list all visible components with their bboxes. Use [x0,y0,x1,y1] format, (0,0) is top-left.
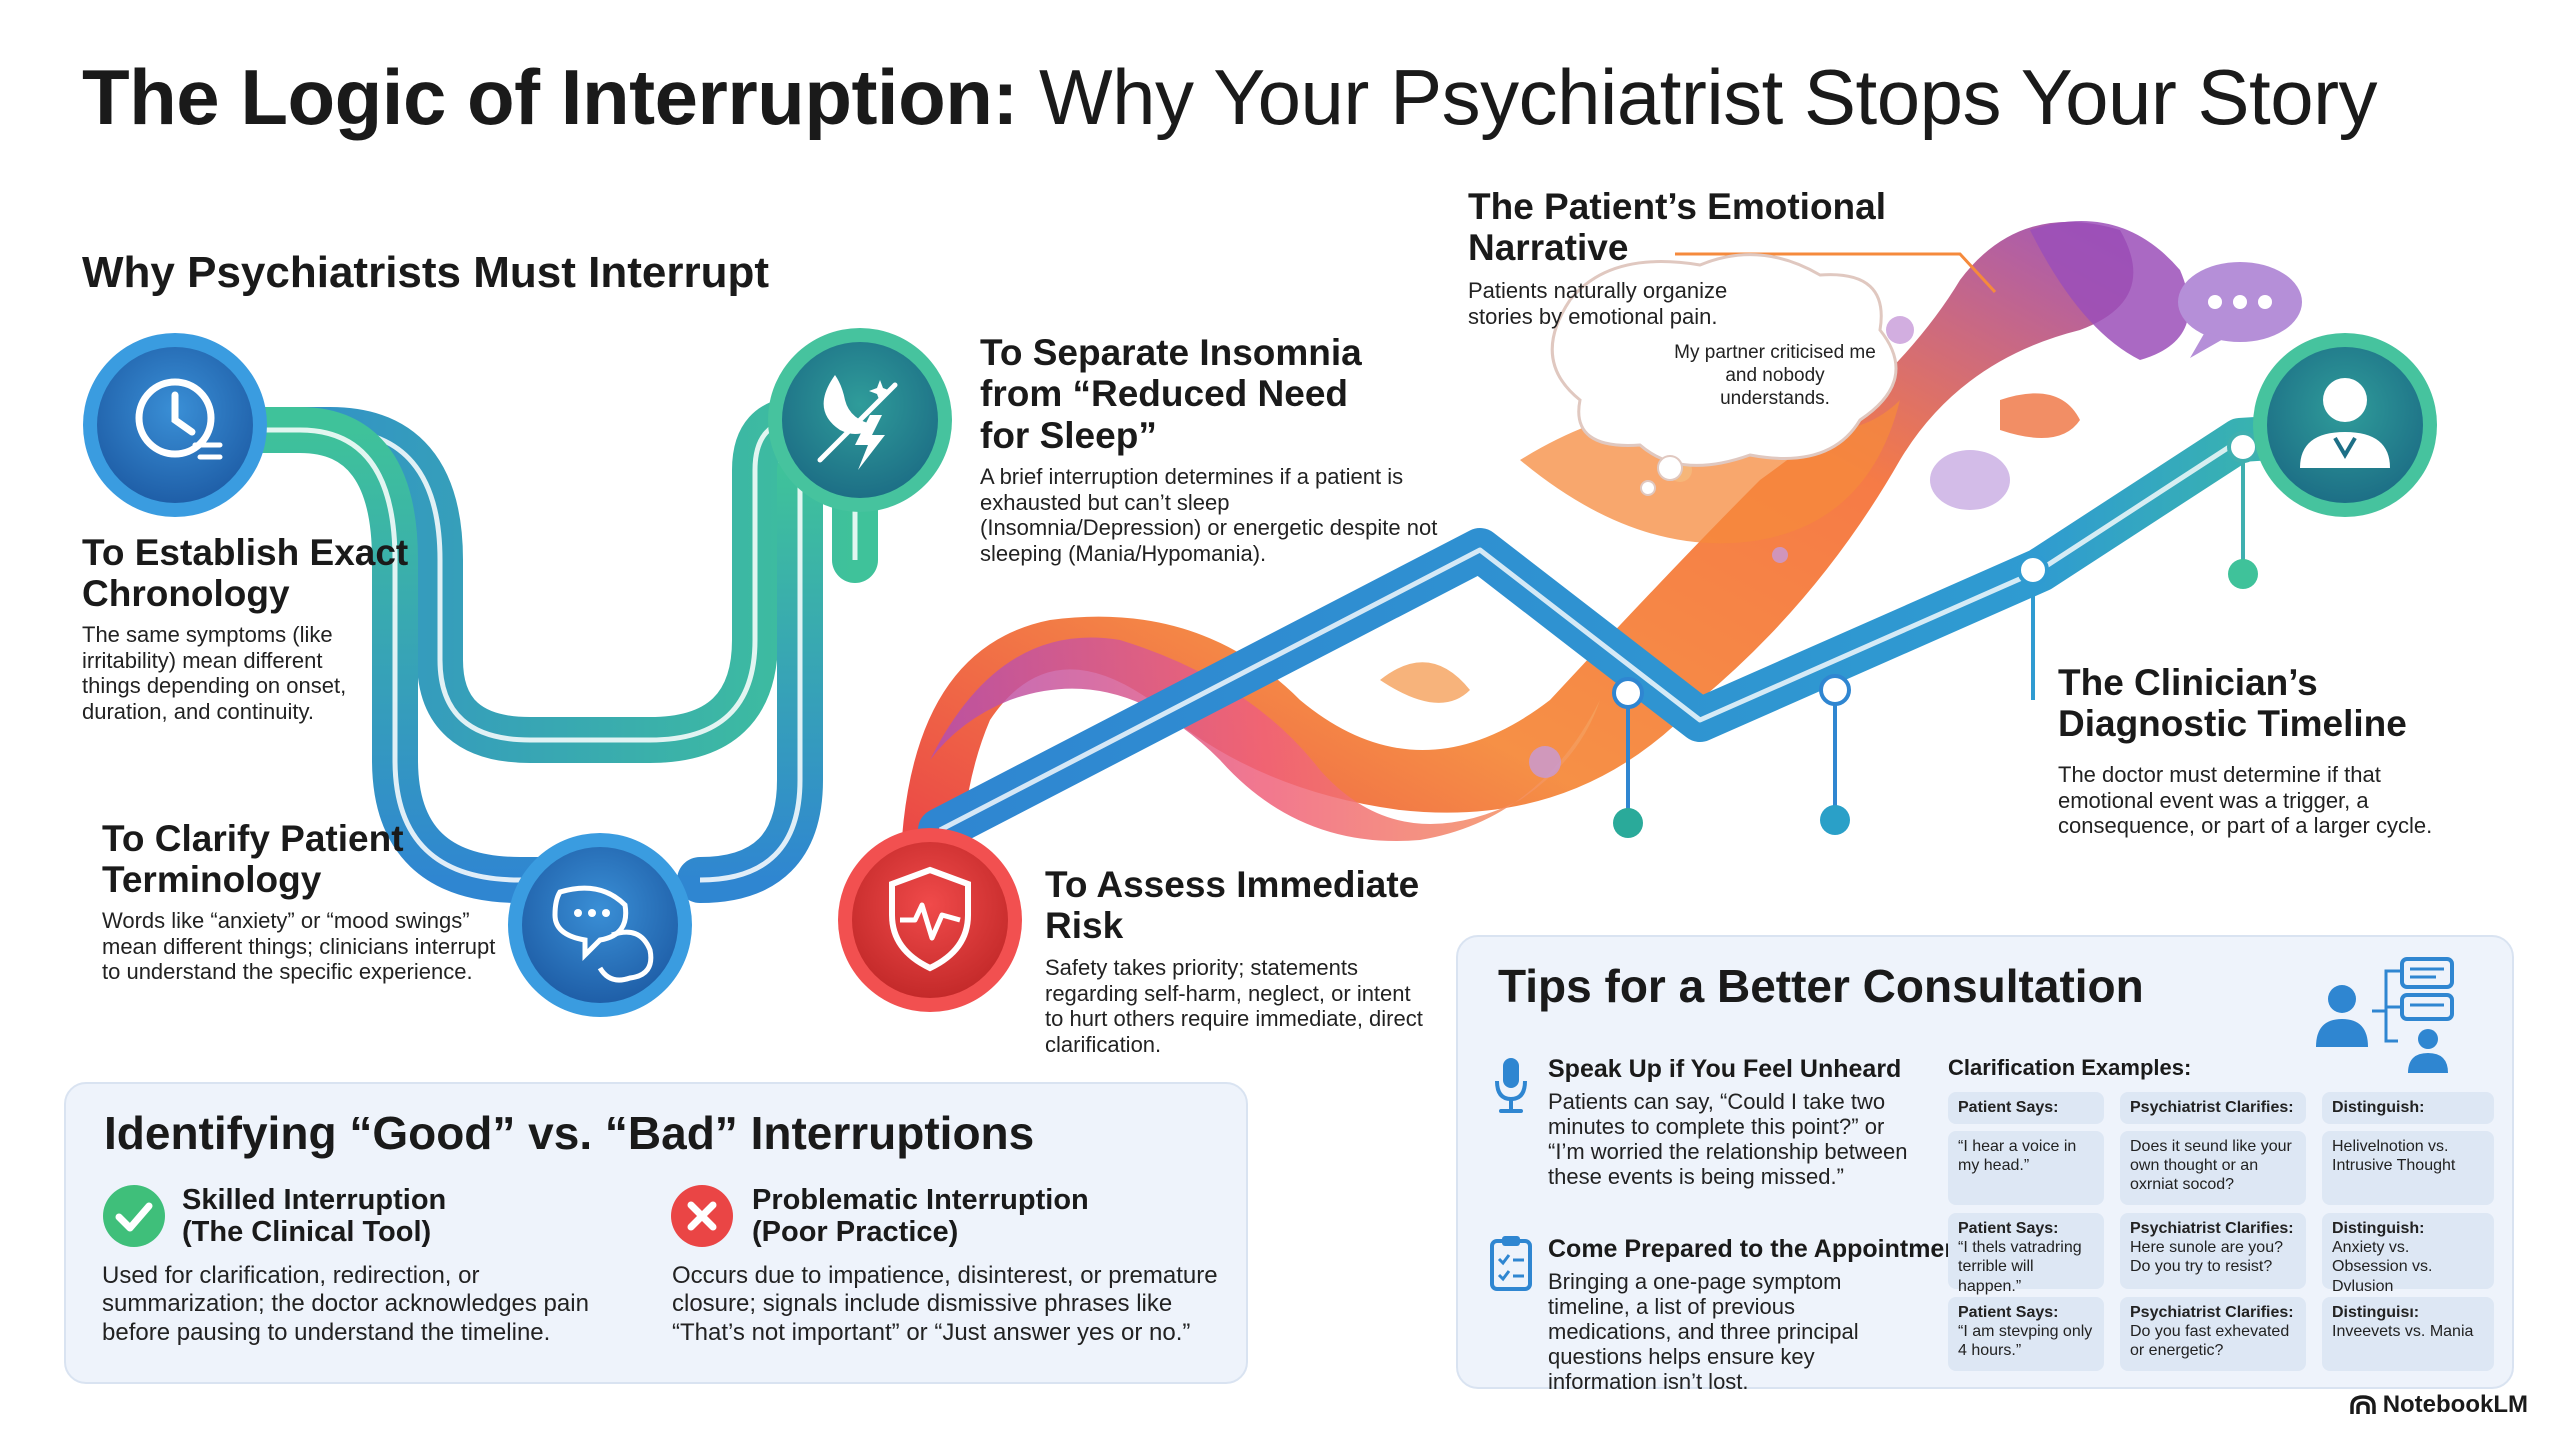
interruptions-title: Identifying “Good” vs. “Bad” Interruptio… [104,1107,1035,1159]
tip-prepare-title: Come Prepared to the Appointment [1548,1235,1968,1263]
title-rest: Why Your Psychiatrist Stops Your Story [1039,53,2378,141]
narrative-connector [1675,252,1997,294]
good-interruption-title: Skilled Interruption (The Clinical Tool) [182,1184,447,1249]
clarif-row-2-patient-text: “I thels vatradring terrible will happen… [1958,1239,2082,1295]
clarif-row-3-patient: Patient Says: “I am stevping only 4 hour… [1948,1297,2104,1371]
clarif-row-3-patient-label: Patient Says: [1958,1304,2059,1321]
shield-heartbeat-icon [838,828,1022,1012]
clarif-row-3-clarifies-text: Do you fast exhevated or energetic? [2130,1323,2290,1360]
timeline-title: The Clinician’s Diagnostic Timeline [2058,662,2407,745]
timeline-text: The doctor must determine if that emotio… [2058,762,2433,839]
tip-prepare-text: Bringing a one-page symptom timeline, a … [1548,1269,1859,1395]
tips-panel: Tips for a Better Consultation Speak Up … [1456,935,2514,1394]
clarif-row-3-distinguish: Distinguisı: Inveevets vs. Mania [2322,1297,2494,1371]
x-icon [671,1185,733,1247]
clarif-row-1-clarifies: Does it seund like your own thought or a… [2120,1131,2306,1205]
clarif-row-2-clarifies-label: Psychiatrist Clarifies: [2130,1220,2294,1237]
notebooklm-logo-icon [2349,1395,2376,1414]
clarif-row-3-clarifies-label: Psychiatrist Clarifies: [2130,1304,2294,1321]
clarif-row-2-patient: Patient Says: “I thels vatradring terrib… [1948,1213,2104,1295]
clarif-row-3-distinguish-text: Inveevets vs. Mania [2332,1323,2474,1341]
reason-terminology-title: To Clarify Patient Terminology [102,818,404,901]
bad-interruption-text: Occurs due to impatience, disinterest, o… [672,1262,1218,1346]
clarif-row-2-distinguish-label: Distinguish: [2332,1220,2425,1237]
why-heading: Why Psychiatrists Must Interrupt [82,248,770,297]
tips-title: Tips for a Better Consultation [1498,960,2144,1012]
notebooklm-logo: NotebookLM [2349,1391,2528,1419]
title-bold: The Logic of Interruption: [82,53,1018,141]
reason-chronology-title: To Establish Exact Chronology [82,532,409,615]
narrative-text: Patients naturally organize stories by e… [1468,278,1728,329]
reason-risk-title: To Assess Immediate Risk [1045,864,1420,947]
notebooklm-logo-text: NotebookLM [2382,1391,2528,1418]
clarif-row-2-clarifies: Psychiatrist Clarifies: Here sunole are … [2120,1213,2306,1289]
clipboard-icon [1490,1236,1532,1291]
speech-dots-icon [2178,262,2302,358]
page-title: The Logic of Interruption: Why Your Psyc… [82,52,2378,143]
doctor-icon [2253,333,2437,517]
thought-bubble-text: My partner criticised me and nobody unde… [1674,342,1876,409]
clarif-row-3-distinguish-label: Distinguisı: [2332,1304,2420,1321]
clarif-row-3-patient-text: “I am stevping only 4 hours.” [1958,1323,2093,1360]
emotional-ribbon [900,221,2189,890]
tip-speak-up-title: Speak Up if You Feel Unheard [1548,1055,1902,1083]
check-icon [103,1185,165,1247]
thought-bubble [1550,253,1898,496]
clarif-row-2-clarifies-text: Here sunole are you? Do you try to resis… [2130,1239,2283,1276]
clarif-row-2-patient-label: Patient Says: [1958,1220,2059,1237]
clarif-row-2-distinguish: Distinguish: Anxiety vs. Obsession vs. D… [2322,1213,2494,1295]
reason-risk-text: Safety takes priority; statements regard… [1045,955,1423,1058]
clarif-header-patient: Patient Says: [1948,1092,2104,1124]
clarif-row-3-clarifies: Psychiatrist Clarifies: Do you fast exhe… [2120,1297,2306,1371]
clarif-header-distinguish: Distinguish: [2322,1092,2494,1124]
narrative-title: The Patient’s Emotional Narrative [1468,186,1887,269]
consultation-flow-icon [2316,957,2454,1073]
bad-interruption-title: Problematic Interruption (Poor Practice) [752,1184,1089,1249]
reason-sleep-title: To Separate Insomnia from “Reduced Need … [980,332,1362,456]
interruptions-panel: Identifying “Good” vs. “Bad” Interruptio… [64,1082,1248,1384]
clarif-header-clarifies: Psychiatrist Clarifies: [2120,1092,2306,1124]
clock-icon [83,333,267,517]
clarif-row-2-distinguish-text: Anxiety vs. Obsession vs. Dvlusion [2332,1239,2433,1295]
reason-terminology-text: Words like “anxiety” or “mood swings” me… [102,908,496,985]
clarif-row-1-patient: “I hear a voice in my head.” [1948,1131,2104,1205]
clarification-title: Clarification Examples: [1948,1055,2192,1080]
good-interruption-text: Used for clarification, redirection, or … [102,1262,589,1346]
microphone-icon [1495,1058,1527,1113]
reason-chronology-text: The same symptoms (like irritability) me… [82,622,347,725]
tip-speak-up-text: Patients can say, “Could I take two minu… [1548,1089,1908,1190]
chat-brain-icon [508,833,692,1017]
clarif-row-1-distinguish: Helivelnotion vs. Intrusive Thought [2322,1131,2494,1205]
moon-lightning-icon [768,328,952,512]
reason-sleep-text: A brief interruption determines if a pat… [980,464,1438,567]
